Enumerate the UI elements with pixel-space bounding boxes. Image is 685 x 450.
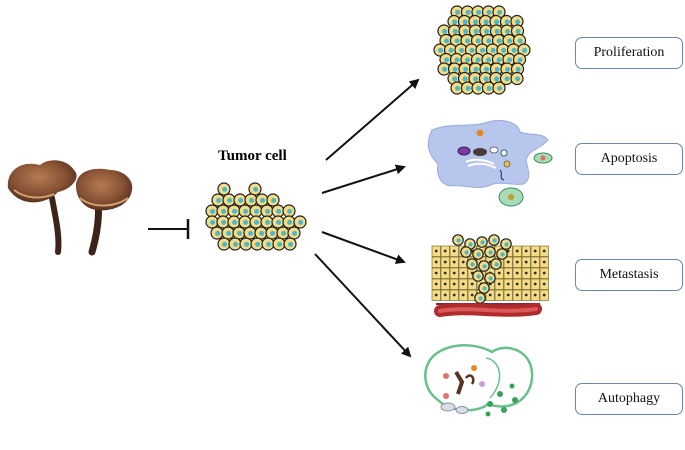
tumor-cell-title: Tumor cell	[218, 148, 287, 164]
label-autophagy: Autophagy	[575, 383, 683, 415]
inhibit-arrow	[148, 219, 190, 239]
tumor-cell-cluster	[205, 182, 307, 251]
metastasis-illustration	[431, 234, 549, 317]
apoptosis-illustration	[427, 119, 553, 207]
arrow-to-autophagy	[314, 253, 412, 358]
arrow-to-apoptosis	[321, 164, 406, 194]
arrow-to-metastasis	[321, 231, 406, 264]
label-proliferation: Proliferation	[575, 37, 683, 69]
mushroom-icon	[7, 160, 133, 256]
label-metastasis: Metastasis	[575, 259, 683, 291]
arrow-to-proliferation	[325, 78, 420, 161]
proliferation-cells-illustration	[433, 5, 531, 95]
label-apoptosis: Apoptosis	[575, 143, 683, 175]
autophagy-illustration	[424, 344, 534, 417]
